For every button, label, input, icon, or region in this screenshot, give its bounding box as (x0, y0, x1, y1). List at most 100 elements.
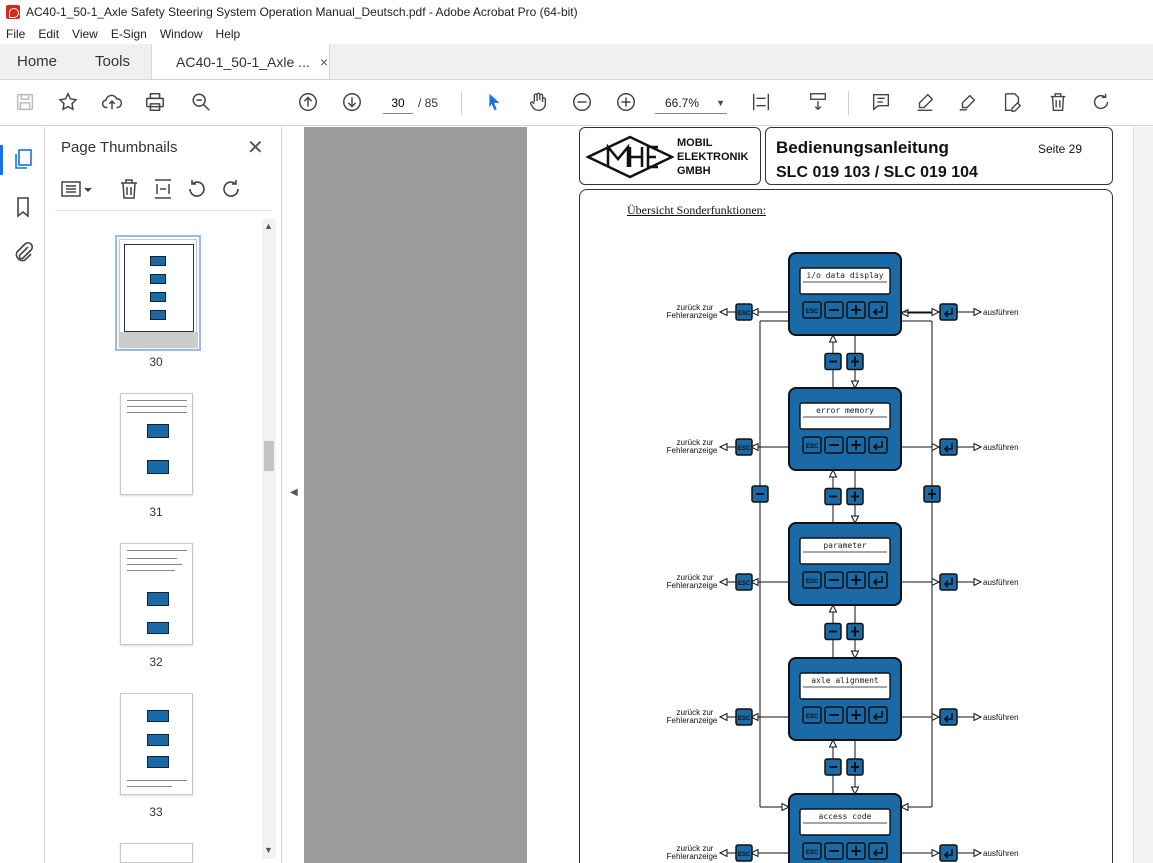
esc-key-label: ESC (738, 446, 751, 452)
document-scrollbar[interactable] (1133, 127, 1153, 863)
back-to-error-label: Fehleranzeige (667, 581, 718, 590)
arrow-head-icon (718, 442, 728, 452)
enter-icon (872, 441, 883, 451)
thumbnail-page-30[interactable] (115, 235, 201, 351)
company-name-line: MOBIL (677, 137, 713, 149)
arrow-head-icon (828, 603, 838, 613)
scrollbar-thumb[interactable] (264, 441, 274, 471)
arrow-head-icon (828, 738, 838, 748)
window-titlebar: AC40-1_50-1_Axle Safety Steering System … (0, 0, 1153, 24)
thumbnail-page-34[interactable] (120, 843, 193, 863)
page-thumbnails-icon[interactable] (11, 147, 35, 171)
device-key-enter (868, 706, 888, 724)
execute-label: ausführen (983, 443, 1019, 452)
arrow-head-icon (749, 848, 759, 858)
arrow-head-icon (850, 380, 860, 390)
zoom-out-icon[interactable] (570, 90, 594, 114)
document-viewport[interactable]: MOBIL ELEKTRONIK GMBH Bedienungsanleitun… (304, 127, 1153, 863)
save-icon[interactable] (13, 90, 37, 114)
tab-home[interactable]: Home (16, 53, 57, 70)
enter-icon (943, 713, 953, 723)
highlight-pen-icon[interactable] (913, 90, 937, 114)
arrow-head-icon (749, 577, 759, 587)
esc-key-label: ESC (738, 311, 751, 317)
thumbnails-scrollbar[interactable]: ▲ ▼ (262, 219, 276, 859)
menu-file[interactable]: File (6, 27, 26, 41)
edit-pdf-icon[interactable] (1000, 90, 1024, 114)
arrow-head-icon (973, 307, 983, 317)
tab-tools[interactable]: Tools (74, 44, 152, 79)
page-fit-icon[interactable] (749, 90, 773, 114)
thumbnail-page-33[interactable] (120, 693, 193, 795)
scroll-up-icon[interactable]: ▲ (264, 221, 273, 231)
zoom-search-icon[interactable] (189, 90, 213, 114)
enter-icon (872, 711, 883, 721)
device-key-enter (939, 438, 958, 456)
zoom-value: 66.7% (665, 95, 700, 110)
comment-icon[interactable] (869, 90, 893, 114)
zoom-in-icon[interactable] (614, 90, 638, 114)
previous-page-icon[interactable] (296, 90, 320, 114)
arrow-head-icon (749, 442, 759, 452)
delete-trash-icon[interactable] (1046, 90, 1070, 114)
page-number-input[interactable] (383, 92, 413, 114)
execute-label: ausführen (983, 849, 1019, 858)
company-name-line: GMBH (677, 165, 711, 177)
bookmarks-icon[interactable] (11, 195, 35, 219)
close-panel-icon[interactable]: ✕ (247, 137, 264, 159)
collapse-arrow-icon[interactable]: ◀ (290, 487, 298, 498)
tab-close-icon[interactable]: × (319, 53, 329, 70)
thumb-mark (150, 292, 166, 302)
menu-esign[interactable]: E-Sign (110, 27, 147, 41)
menu-window[interactable]: Window (159, 27, 203, 41)
menu-screen-label: axle alignment (811, 676, 879, 685)
next-page-icon[interactable] (340, 90, 364, 114)
menu-edit[interactable]: Edit (38, 27, 60, 41)
sign-pen-icon[interactable] (956, 90, 980, 114)
rotate-icon[interactable] (1089, 90, 1113, 114)
content-frame (579, 189, 1113, 863)
bookmark-star-icon[interactable] (56, 90, 80, 114)
page-total: / 85 (418, 96, 439, 110)
thumbnail-page-31[interactable] (120, 393, 193, 495)
tab-document[interactable]: AC40-1_50-1_Axle ... × (152, 44, 330, 79)
rotate-right-icon[interactable] (219, 177, 243, 201)
scroll-down-icon[interactable]: ▼ (264, 845, 273, 855)
device-key-esc (802, 706, 822, 724)
device-key-enter (939, 303, 958, 321)
pdf-page: MOBIL ELEKTRONIK GMBH Bedienungsanleitun… (527, 127, 1135, 863)
thumb-line (127, 400, 187, 401)
insert-page-icon[interactable] (151, 177, 175, 201)
upload-cloud-icon[interactable] (100, 90, 124, 114)
device-display (799, 672, 891, 700)
navigation-rail (0, 127, 45, 863)
panel-splitter[interactable]: ◀ (282, 127, 304, 863)
window-title: AC40-1_50-1_Axle Safety Steering System … (26, 5, 578, 19)
thumb-mark (147, 710, 169, 722)
options-menu-icon[interactable] (59, 177, 95, 201)
print-icon[interactable] (143, 90, 167, 114)
menu-view[interactable]: View (72, 27, 98, 41)
device-display (799, 808, 891, 836)
thumb-line (127, 406, 187, 407)
toolbar-separator (461, 91, 462, 115)
device-key-esc (802, 571, 822, 589)
attachments-icon[interactable] (11, 240, 35, 264)
hand-tool-icon[interactable] (526, 90, 550, 114)
thumbnail-page-32[interactable] (120, 543, 193, 645)
zoom-level-select[interactable]: 66.7% ▼ (655, 92, 727, 114)
menu-help[interactable]: Help (215, 27, 241, 41)
delete-page-icon[interactable] (117, 177, 141, 201)
rotate-left-icon[interactable] (185, 177, 209, 201)
device-display (799, 402, 891, 430)
thumb-mark (147, 460, 169, 474)
select-cursor-icon[interactable] (482, 90, 506, 114)
thumbnails-panel: Page Thumbnails ✕ 30 31 (45, 127, 282, 863)
device-key-esc (802, 301, 822, 319)
thumb-mark (150, 274, 166, 284)
enter-icon (943, 849, 953, 859)
scroll-mode-icon[interactable] (806, 90, 830, 114)
thumb-mark (150, 256, 166, 266)
arrow-head-icon (749, 712, 759, 722)
mhe-logo-icon (586, 135, 674, 179)
